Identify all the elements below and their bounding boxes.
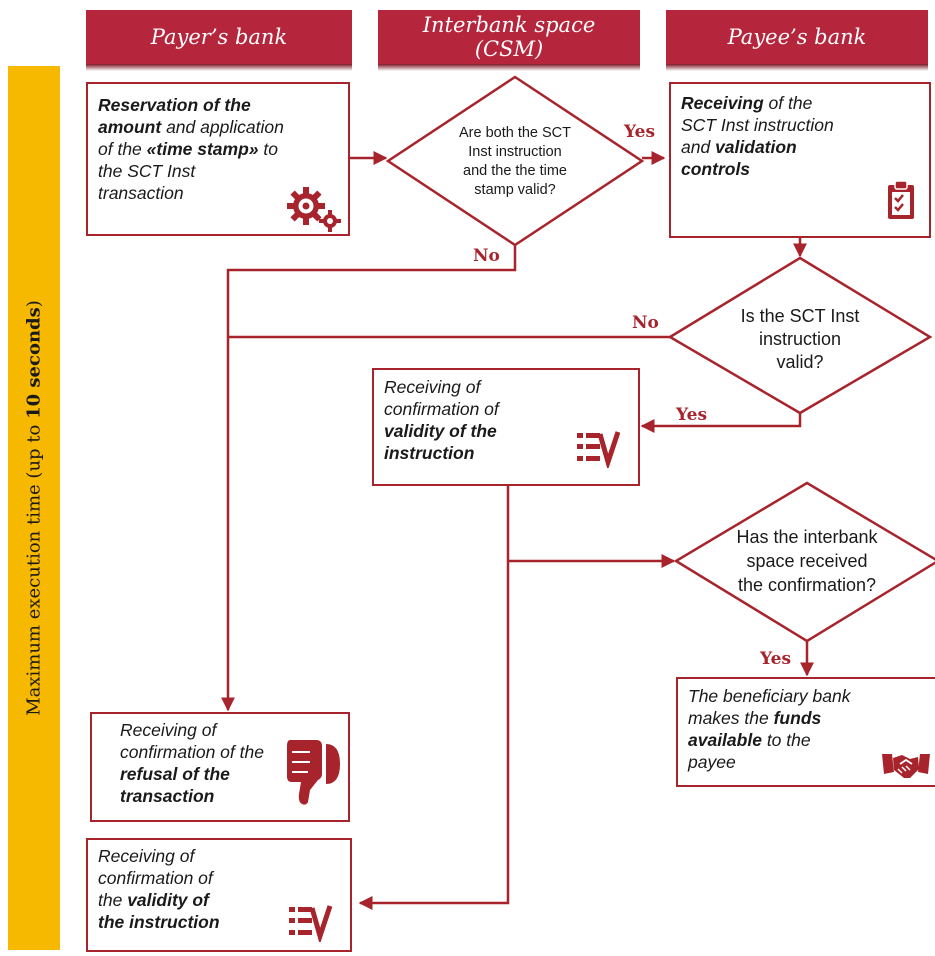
header-csm-label: (CSM) bbox=[474, 37, 544, 61]
header-payees-bank-label: Payee’s bank bbox=[727, 25, 867, 49]
decision-payee-text: Is the SCT Inst instruction valid? bbox=[740, 306, 860, 372]
clipboard-check-icon bbox=[888, 180, 914, 219]
execution-time-sidebar bbox=[8, 66, 60, 950]
no-label-payee: No bbox=[632, 313, 659, 333]
header-payers-bank-label: Payer’s bank bbox=[150, 25, 288, 49]
no-label-csm: No bbox=[473, 246, 500, 266]
receiving-instruction-box: Receiving of the SCT Inst instruction an… bbox=[669, 82, 931, 238]
handshake-icon bbox=[882, 754, 930, 778]
line-csm-no bbox=[221, 245, 517, 712]
confirmation-validity-mid-box: Receiving of confirmation of validity of… bbox=[372, 368, 640, 486]
yes-label-payee: Yes bbox=[676, 405, 708, 425]
yes-label-confirmation: Yes bbox=[760, 649, 792, 669]
thumbs-down-icon bbox=[287, 740, 340, 805]
header-interbank-space: Interbank space (CSM) bbox=[378, 10, 640, 71]
header-payees-bank: Payee’s bank bbox=[666, 10, 928, 71]
header-payers-bank: Payer’s bank bbox=[86, 10, 352, 71]
checklist-icon bbox=[577, 431, 620, 468]
decision-confirmation-text: Has the interbank space received the con… bbox=[736, 527, 878, 595]
line-mid-to-bottom bbox=[358, 486, 510, 910]
decision-csm-text: Are both the SCT Inst instruction and th… bbox=[458, 125, 572, 198]
header-interbank-label: Interbank space bbox=[422, 13, 596, 37]
funds-available-box: The beneficiary bank makes the funds ava… bbox=[676, 677, 935, 787]
yes-label-csm: Yes bbox=[624, 122, 656, 142]
gears-icon bbox=[287, 187, 341, 232]
arrow-payee-yes bbox=[640, 413, 802, 433]
checklist-icon bbox=[289, 905, 332, 942]
